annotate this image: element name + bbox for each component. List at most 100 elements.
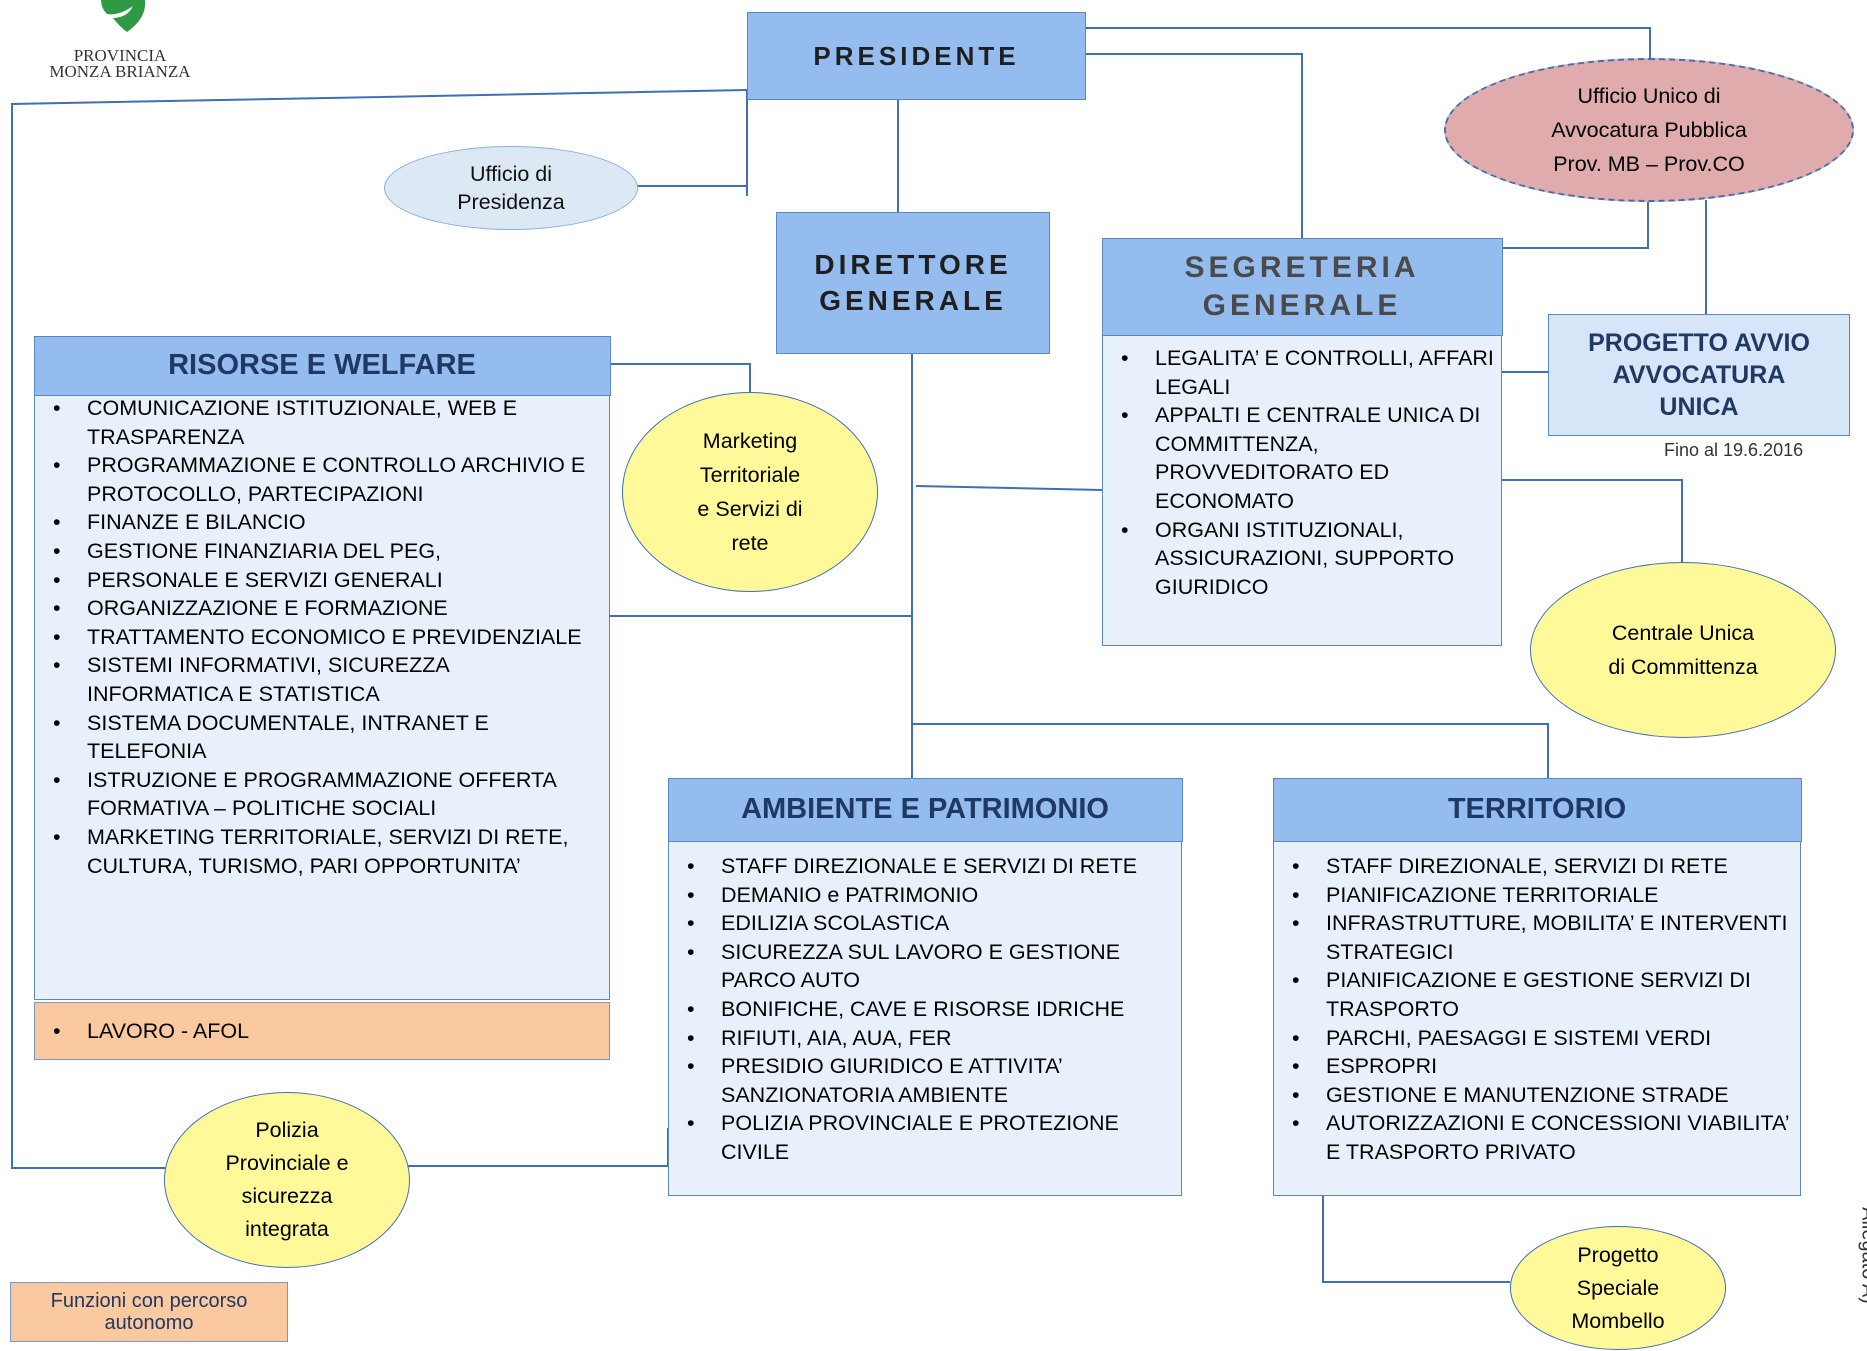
avvocatura-ellipse: Ufficio Unico di Avvocatura Pubblica Pro… (1444, 58, 1854, 202)
presidente-label: PRESIDENTE (813, 40, 1020, 71)
mombello-line3: Mombello (1571, 1308, 1665, 1333)
list-item: COMUNICAZIONE ISTITUZIONALE, WEB E TRASP… (35, 394, 597, 451)
centrale-line2: di Committenza (1608, 655, 1758, 679)
avvocatura-line3: Prov. MB – Prov.CO (1553, 152, 1745, 176)
list-item: PERSONALE E SERVIZI GENERALI (35, 566, 597, 595)
list-item: MARKETING TERRITORIALE, SERVIZI DI RETE,… (35, 823, 597, 880)
segreteria-header: SEGRETERIA GENERALE (1101, 237, 1503, 336)
connector-territorio-mombello (1322, 1196, 1510, 1283)
segreteria-box: SEGRETERIA GENERALE LEGALITA’ E CONTROLL… (1101, 237, 1503, 646)
ambiente-title: AMBIENTE E PATRIMONIO (741, 793, 1109, 825)
list-item: GESTIONE E MANUTENZIONE STRADE (1274, 1081, 1800, 1110)
territorio-header: TERRITORIO (1272, 777, 1802, 842)
progetto-avvio-line2: AVVOCATURA (1612, 361, 1786, 389)
list-item: PIANIFICAZIONE TERRITORIALE (1274, 881, 1800, 910)
connector-direttore-territorio (912, 723, 1549, 778)
connector-marketing (608, 363, 751, 392)
connector-presidente-segreteria (1086, 53, 1303, 238)
logo-line1: PROVINCIA (73, 46, 167, 65)
list-item: PIANIFICAZIONE E GESTIONE SERVIZI DI TRA… (1274, 966, 1800, 1023)
list-item: LEGALITA’ E CONTROLLI, AFFARI LEGALI (1103, 344, 1501, 401)
connector-direttore-segreteria (915, 485, 1103, 491)
list-item: POLIZIA PROVINCIALE E PROTEZIONE CIVILE (669, 1109, 1181, 1166)
list-item: TRATTAMENTO ECONOMICO E PREVIDENZIALE (35, 623, 597, 652)
list-item: SICUREZZA SUL LAVORO E GESTIONE PARCO AU… (669, 938, 1181, 995)
progetto-avvio-line1: PROGETTO AVVIO (1588, 329, 1810, 357)
logo-line2: MONZA BRIANZA (49, 62, 191, 81)
list-item: PROGRAMMAZIONE E CONTROLLO ARCHIVIO E PR… (35, 451, 597, 508)
list-item: ORGANIZZAZIONE E FORMAZIONE (35, 594, 597, 623)
progetto-avvio-box: PROGETTO AVVIO AVVOCATURA UNICA (1548, 314, 1850, 436)
ambiente-list: STAFF DIREZIONALE E SERVIZI DI RETE DEMA… (669, 852, 1181, 1167)
marketing-line1: Marketing (702, 429, 798, 453)
territorio-title: TERRITORIO (1447, 793, 1627, 825)
segreteria-line1: SEGRETERIA (1184, 250, 1420, 284)
centrale-ellipse: Centrale Unica di Committenza (1530, 562, 1836, 738)
marketing-line3: e Servizi di (697, 497, 803, 521)
list-item: ORGANI ISTITUZIONALI, ASSICURAZIONI, SUP… (1103, 516, 1501, 602)
list-item: ISTRUZIONE E PROGRAMMAZIONE OFFERTA FORM… (35, 766, 597, 823)
connector-ambiente-polizia (408, 1128, 669, 1167)
legend-box: Funzioni con percorso autonomo (10, 1282, 288, 1342)
list-item: AUTORIZZAZIONI E CONCESSIONI VIABILITA’ … (1274, 1109, 1800, 1166)
list-item: DEMANIO e PATRIMONIO (669, 881, 1181, 910)
leaf-logo-icon (101, 0, 146, 32)
polizia-line1: Polizia (255, 1118, 319, 1142)
connector-presidente-polizia (11, 89, 748, 1169)
list-item: RIFIUTI, AIA, AUA, FER (669, 1024, 1181, 1053)
list-item: ESPROPRI (1274, 1052, 1800, 1081)
mombello-line1: Progetto (1577, 1242, 1659, 1267)
polizia-line2: Provinciale e (225, 1151, 349, 1175)
risorse-list: COMUNICAZIONE ISTITUZIONALE, WEB E TRASP… (35, 394, 597, 880)
list-item: BONIFICHE, CAVE E RISORSE IDRICHE (669, 995, 1181, 1024)
progetto-avvio-line3: UNICA (1659, 393, 1739, 421)
ufficio-presidenza-ellipse: Ufficio di Presidenza (384, 146, 638, 230)
list-item: PARCHI, PAESAGGI E SISTEMI VERDI (1274, 1024, 1800, 1053)
list-item: LAVORO - AFOL (35, 1017, 609, 1046)
direttore-line1: DIRETTORE (814, 249, 1012, 280)
list-item: STAFF DIREZIONALE, SERVIZI DI RETE (1274, 852, 1800, 881)
ufficio-presidenza-line2: Presidenza (457, 190, 565, 214)
ufficio-presidenza-line1: Ufficio di (469, 162, 553, 186)
legend-line1: Funzioni con percorso (50, 1290, 248, 1312)
ambiente-header: AMBIENTE E PATRIMONIO (667, 777, 1183, 842)
avvocatura-line1: Ufficio Unico di (1577, 84, 1721, 108)
list-item: FINANZE E BILANCIO (35, 508, 597, 537)
connector-avvocatura-segreteria (1502, 200, 1649, 249)
mombello-ellipse: Progetto Speciale Mombello (1510, 1226, 1726, 1350)
direttore-box: DIRETTORE GENERALE (776, 212, 1050, 354)
legend-line2: autonomo (104, 1312, 194, 1334)
list-item: STAFF DIREZIONALE E SERVIZI DI RETE (669, 852, 1181, 881)
lavoro-box: LAVORO - AFOL (34, 1002, 610, 1060)
risorse-box: RISORSE E WELFARE COMUNICAZIONE ISTITUZI… (33, 335, 611, 1000)
risorse-title: RISORSE E WELFARE (168, 349, 476, 381)
connector-segreteria-centrale (1502, 479, 1683, 562)
marketing-ellipse: Marketing Territoriale e Servizi di rete (622, 392, 878, 592)
logo-text: PROVINCIA MONZA BRIANZA (20, 46, 220, 81)
direttore-line2: GENERALE (819, 285, 1007, 316)
centrale-line1: Centrale Unica (1611, 621, 1755, 645)
territorio-box: TERRITORIO STAFF DIREZIONALE, SERVIZI DI… (1272, 777, 1802, 1196)
risorse-header: RISORSE E WELFARE (33, 335, 611, 396)
list-item: PRESIDIO GIURIDICO E ATTIVITA’ SANZIONAT… (669, 1052, 1181, 1109)
list-item: SISTEMA DOCUMENTALE, INTRANET E TELEFONI… (35, 709, 597, 766)
ambiente-box: AMBIENTE E PATRIMONIO STAFF DIREZIONALE … (667, 777, 1183, 1196)
polizia-line3: sicurezza (241, 1184, 333, 1208)
connector-presidente-avvocatura (1086, 27, 1651, 64)
territorio-list: STAFF DIREZIONALE, SERVIZI DI RETE PIANI… (1274, 852, 1800, 1167)
list-item: SISTEMI INFORMATIVI, SICUREZZA INFORMATI… (35, 651, 597, 708)
segreteria-list: LEGALITA’ E CONTROLLI, AFFARI LEGALI APP… (1103, 344, 1501, 601)
list-item: INFRASTRUTTURE, MOBILITA’ E INTERVENTI S… (1274, 909, 1800, 966)
polizia-ellipse: Polizia Provinciale e sicurezza integrat… (164, 1092, 410, 1268)
presidente-box: PRESIDENTE (747, 12, 1086, 100)
allegato-side-text: Allegato A) (1857, 1207, 1867, 1304)
avvocatura-line2: Avvocatura Pubblica (1551, 118, 1747, 142)
progetto-avvio-note: Fino al 19.6.2016 (1664, 440, 1804, 460)
lavoro-list: LAVORO - AFOL (35, 1017, 609, 1046)
polizia-line4: integrata (245, 1217, 329, 1241)
list-item: APPALTI E CENTRALE UNICA DI COMMITTENZA,… (1103, 401, 1501, 515)
marketing-line2: Territoriale (699, 463, 801, 487)
list-item: GESTIONE FINANZIARIA DEL PEG, (35, 537, 597, 566)
marketing-line4: rete (731, 531, 769, 555)
